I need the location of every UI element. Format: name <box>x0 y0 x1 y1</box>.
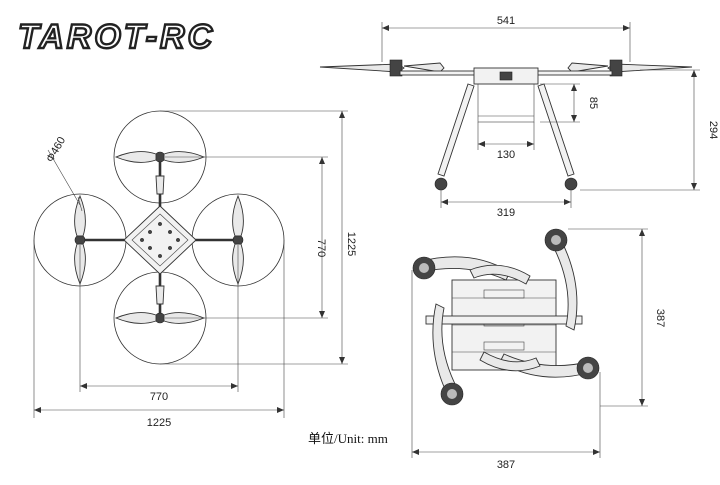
side-motor-left <box>389 59 403 77</box>
side-skid-width-label: 319 <box>497 207 515 219</box>
overall-h-label: 1225 <box>147 417 171 429</box>
side-arm-right <box>533 70 613 76</box>
folded-view: 387 387 <box>411 228 666 471</box>
motor-right <box>232 234 244 246</box>
logo-text: TAROT-RC <box>18 18 215 56</box>
top-view: Φ460 770 1225 770 1225 <box>33 110 357 429</box>
side-blade-left <box>319 63 405 73</box>
folded-arm-top-right <box>551 237 578 331</box>
side-total-height-label: 294 <box>707 121 719 139</box>
side-motor-right <box>609 59 623 77</box>
unit-label: 单位/Unit: mm <box>308 431 388 446</box>
folded-height-label: 387 <box>654 309 666 327</box>
propeller-right <box>232 194 244 286</box>
folded-arm-top-left <box>417 256 511 281</box>
center-plate <box>123 205 197 275</box>
motor-top <box>154 151 166 163</box>
side-payload-bay <box>477 83 535 123</box>
prop-diameter-label: Φ460 <box>44 135 68 165</box>
motor-left <box>74 234 86 246</box>
side-view: 541 85 294 130 <box>319 15 719 219</box>
side-bay-width-label: 130 <box>497 149 515 161</box>
motor-distance-h-label: 770 <box>150 391 168 403</box>
side-width-label: 541 <box>497 15 515 27</box>
folded-arm-bottom-right <box>499 353 593 378</box>
side-arm-left <box>399 70 479 76</box>
side-frame-height-label: 85 <box>587 97 599 109</box>
propeller-top <box>114 151 206 163</box>
propeller-bottom <box>114 312 206 324</box>
side-blade-right <box>607 63 693 73</box>
side-leg-right <box>537 83 575 177</box>
overall-v-label: 1225 <box>345 232 357 256</box>
folded-arm-bottom-left <box>432 303 459 397</box>
side-leg-left <box>437 83 475 177</box>
motor-bottom <box>154 312 166 324</box>
propeller-left <box>74 194 86 286</box>
tarot-rc-logo: TAROT-RC <box>17 17 215 57</box>
folded-width-label: 387 <box>497 459 515 471</box>
motor-distance-v-label: 770 <box>315 239 327 257</box>
center-plate-inner <box>131 213 189 267</box>
